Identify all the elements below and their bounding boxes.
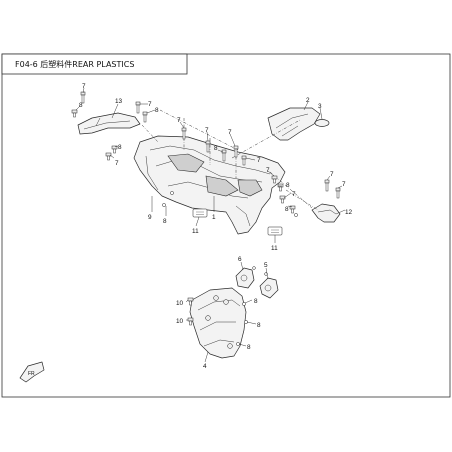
callout-8: 8 [286,182,290,189]
callout-4: 4 [203,363,207,370]
title-block: F04-6 后塑料件REAR PLASTICS [1,53,188,75]
callout-8: 8 [247,344,251,351]
part-6-small-bracket [235,267,255,289]
part-11-decal-left [192,208,208,218]
callout-7: 7 [330,171,334,178]
part-11-decal-right [267,226,283,236]
callout-10: 10 [176,300,184,307]
drawing-frame [1,53,451,398]
part-5-bracket-right [259,277,279,299]
callout-8: 8 [163,218,167,225]
callout-7: 7 [205,127,209,134]
part-13-left-bracket [77,112,141,135]
callout-8: 8 [254,298,258,305]
callout-12: 12 [345,209,353,216]
callout-7: 7 [228,129,232,136]
callout-7: 7 [342,181,346,188]
callout-9: 9 [148,214,152,221]
callout-7: 7 [148,101,152,108]
callout-8: 8 [214,145,218,152]
callout-11: 11 [192,228,199,235]
callout-2: 2 [306,97,310,104]
callout-7: 7 [257,157,261,164]
callout-8: 8 [79,102,83,109]
callout-8: 8 [285,206,289,213]
callout-8: 8 [257,322,261,329]
leader-lines [75,87,346,363]
part-1-rear-fender [133,135,286,235]
callout-5: 5 [264,262,268,269]
fasteners-lower [187,266,268,346]
callout-7: 7 [82,83,86,90]
callout-13: 13 [115,98,123,105]
callout-11: 11 [271,245,278,252]
callout-10: 10 [176,318,184,325]
part-3-oval-badge [314,119,330,127]
callout-7: 7 [115,160,119,167]
front-direction-arrow: FR [19,361,45,383]
part-4-lower-plate [189,287,247,359]
callout-numbers: 13 7 8 7 8 8 7 7 7 7 8 7 7 8 7 8 7 7 2 3… [79,83,353,370]
callout-3: 3 [318,103,322,110]
callout-7: 7 [292,191,296,198]
callout-8: 8 [118,144,122,151]
fasteners-upper [71,91,341,217]
part-2-upper-right-panel [267,107,321,141]
callout-1: 1 [212,214,216,221]
front-arrow-label: FR [28,371,35,377]
diagram-title: F04-6 后塑料件REAR PLASTICS [15,59,134,69]
callout-6: 6 [238,256,242,263]
callout-7: 7 [177,117,181,124]
callout-8: 8 [155,107,159,114]
callout-7: 7 [266,167,270,174]
part-12-right-bracket [311,203,341,223]
